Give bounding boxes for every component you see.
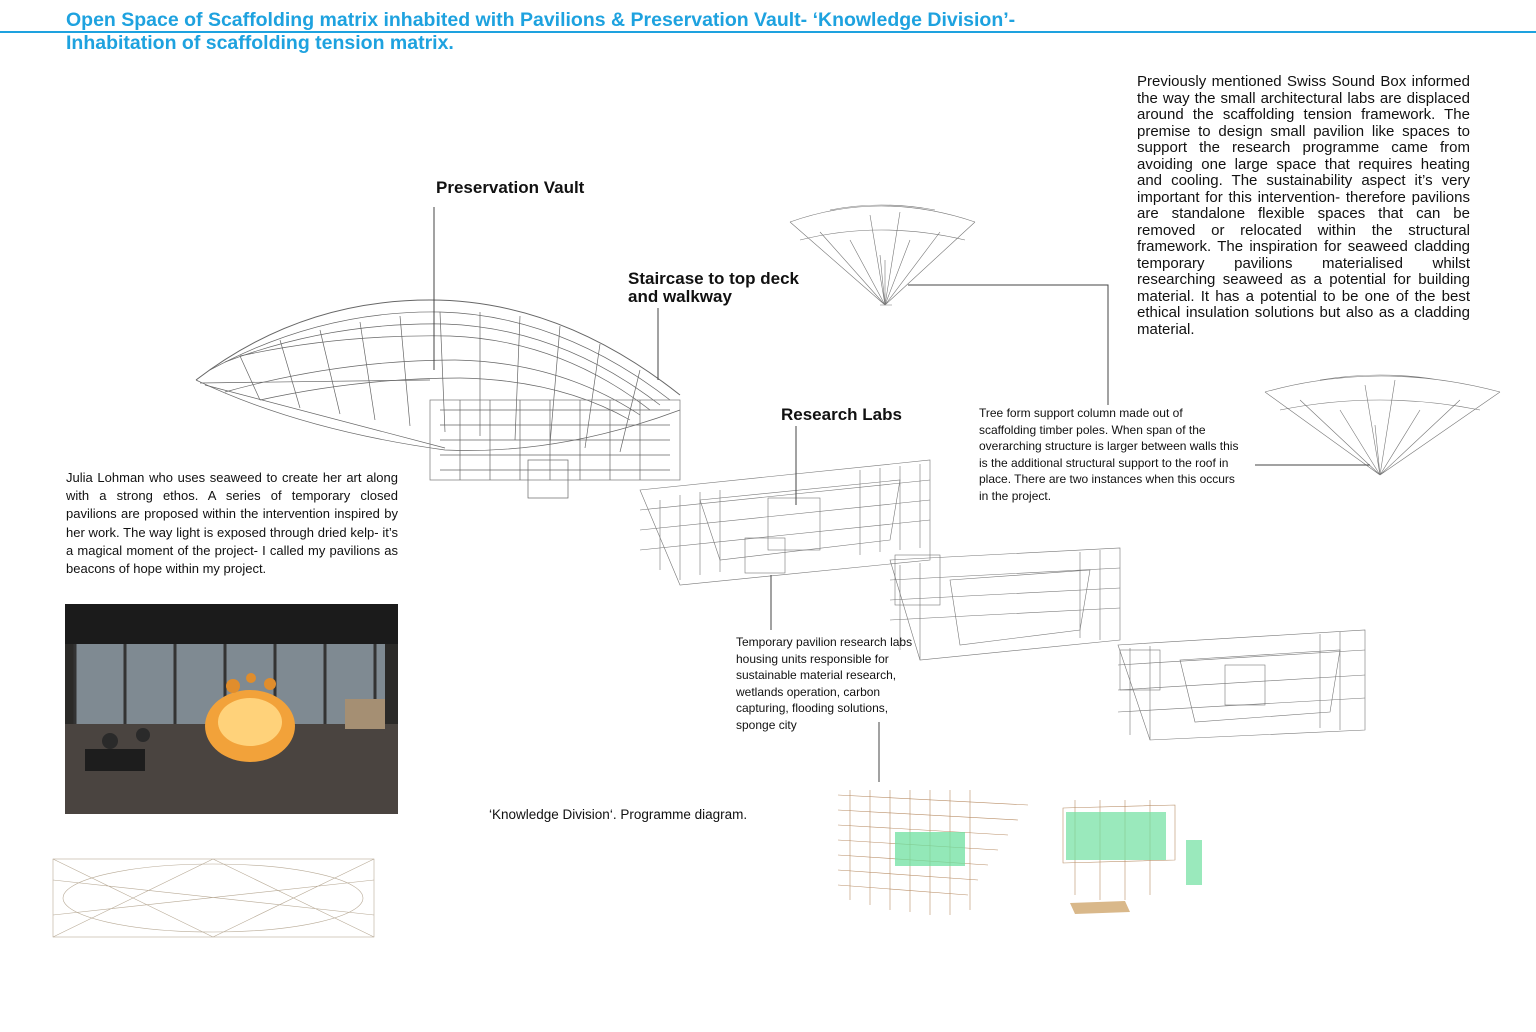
title-line-1: Open Space of Scaffolding matrix inhabit…	[66, 9, 1016, 31]
tree-column-caption: Tree form support column made out of sca…	[979, 406, 1239, 503]
title-rule	[0, 31, 1536, 33]
tree-column-drawing-right	[1264, 374, 1501, 476]
leader-tree-top	[908, 284, 1109, 405]
intro-paragraph: Previously mentioned Swiss Sound Box inf…	[1137, 73, 1470, 338]
research-labs-drawing-2	[889, 547, 1121, 661]
research-labs-drawing-1	[639, 459, 931, 586]
label-research-labs: Research Labs	[781, 405, 902, 424]
preservation-vault-drawing	[195, 299, 681, 499]
julia-lohman-paragraph: Julia Lohman who uses seaweed to create …	[66, 470, 398, 577]
green-lab-module-left	[895, 832, 965, 866]
kelp-pavilion-photo	[65, 604, 398, 814]
page-title: Open Space of Scaffolding matrix inhabit…	[66, 9, 1015, 55]
green-lab-module-right	[1066, 812, 1166, 860]
label-preservation-vault: Preservation Vault	[436, 178, 585, 197]
tension-matrix-drawing	[52, 858, 375, 938]
timber-deck	[1070, 901, 1130, 914]
research-labs-drawing-3	[1117, 629, 1366, 741]
label-staircase: Staircase to top deck and walkway	[628, 269, 800, 306]
programme-diagram-caption: ‘Knowledge Division‘. Programme diagram.	[489, 807, 748, 822]
green-panel	[1186, 840, 1202, 885]
research-labs-caption: Temporary pavilion research labs housing…	[736, 635, 913, 732]
title-line-2: Inhabitation of scaffolding tension matr…	[66, 32, 454, 54]
tree-column-drawing-top	[789, 204, 976, 306]
